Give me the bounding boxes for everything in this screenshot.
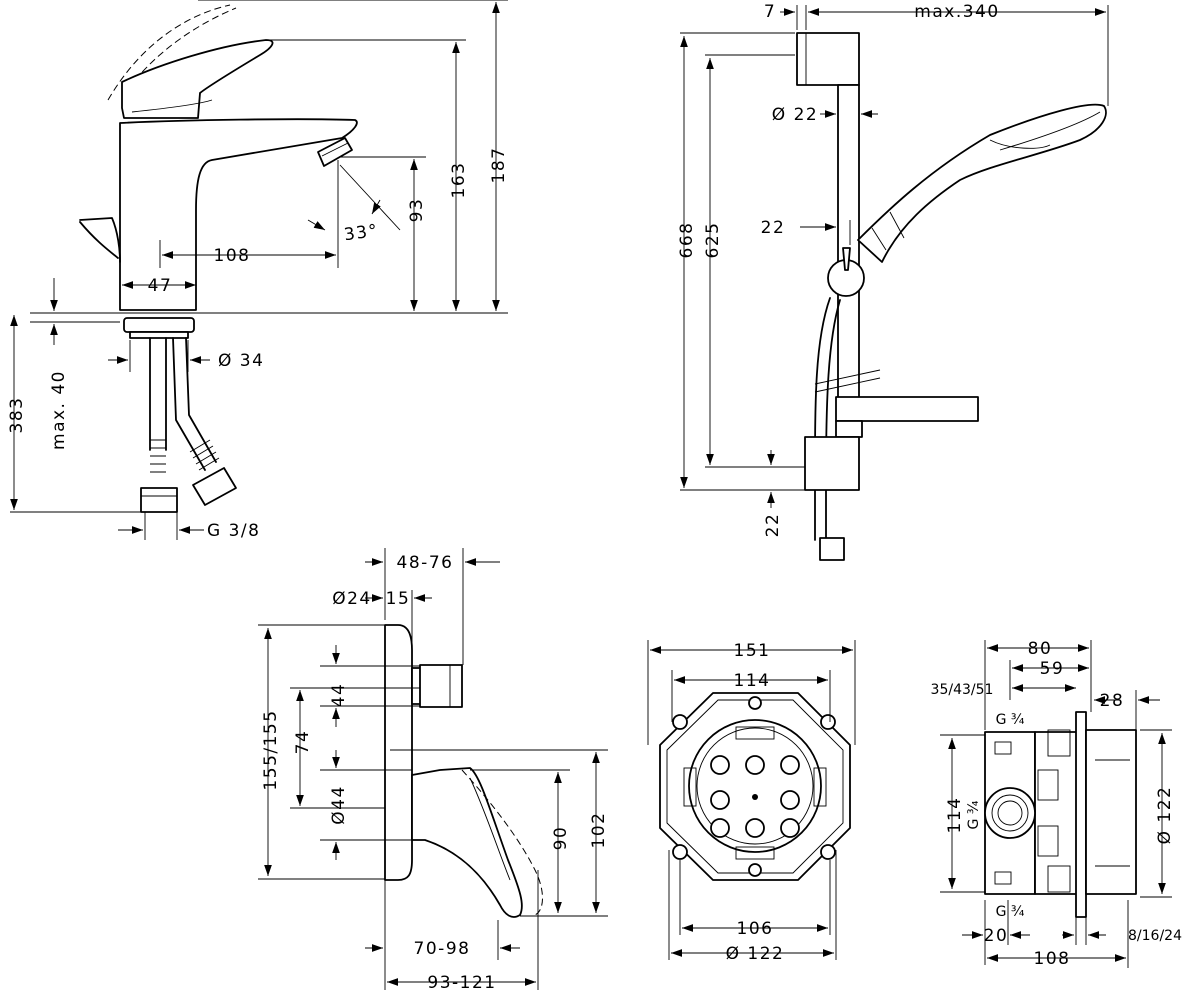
dim-102-label: 102: [589, 812, 609, 849]
wall-bracket-top: [796, 32, 860, 86]
dim-max340-label: max.340: [914, 2, 999, 22]
dim-668-label: 668: [677, 222, 697, 259]
dim-93121-label: 93-121: [427, 973, 496, 993]
dim-22bot-label: 22: [763, 513, 783, 538]
dim-20-label: 20: [984, 926, 1009, 946]
dim-dia122-label: Ø 122: [726, 944, 785, 964]
dim-47-label: 47: [148, 276, 173, 296]
dim-dia44-label: Ø44: [329, 785, 349, 825]
dim-dia22-label: Ø 22: [772, 105, 818, 125]
dim-g38-label: G 3/8: [207, 521, 260, 541]
dim-114-label: 114: [734, 671, 771, 691]
g34-top-label: G ¾: [996, 712, 1025, 728]
box-side-port: [984, 787, 1036, 839]
dim-max40-label: max. 40: [49, 370, 69, 450]
dim-59-label: 59: [1040, 659, 1065, 679]
dim-114v-label: 114: [945, 797, 965, 834]
dim-15-label: 15: [386, 589, 411, 609]
supply-hose-left: [149, 337, 167, 451]
dim-dia122v-label: Ø 122: [1155, 786, 1175, 845]
dim-93-label: 93: [407, 198, 427, 223]
faucet-aerator: [317, 137, 353, 167]
dim-151-label: 151: [734, 641, 771, 661]
wall-bracket-bottom: [804, 436, 860, 491]
g38-nut-right: [192, 467, 237, 506]
dim-187-label: 187: [489, 147, 509, 184]
box-side-flange: [1075, 711, 1087, 918]
dim-dia24-label: Ø24: [332, 589, 372, 609]
dim-22top-label: 22: [761, 218, 786, 238]
mixer-lever: [411, 767, 523, 918]
wall-plate: [384, 624, 413, 881]
dim-44-label: 44: [329, 683, 349, 708]
dim-108-label: 108: [1034, 949, 1071, 969]
dim-33deg-label: 33°: [343, 221, 380, 246]
dim-74-label: 74: [293, 730, 313, 755]
dim-155-label: 155/155: [261, 709, 281, 790]
dim-4876-label: 48-76: [397, 553, 454, 573]
install-box-front-view: 151 114 106 Ø 122: [647, 640, 856, 964]
dim-90-label: 90: [551, 826, 571, 851]
supply-hose-right: [172, 337, 217, 471]
install-box-side-view: 80 59 35/43/51 28 G ¾ 114 G ¾ G ¾ Ø 122 …: [931, 639, 1183, 969]
shower-set-view: 7 max.340 Ø 22 22 668 625 22: [677, 2, 1109, 561]
dim-625-label: 625: [703, 222, 723, 259]
dim-354351-label: 35/43/51: [931, 682, 994, 698]
dim-108-label: 108: [214, 246, 251, 266]
g38-nut-left: [140, 487, 178, 513]
g34-side-label: G ¾: [966, 800, 982, 829]
bath-mixer-view: 48-76 Ø24 15 155/155 74 44 Ø44 90 102 70…: [258, 548, 609, 993]
soap-dish: [835, 396, 979, 422]
diverter-knob: [419, 664, 463, 708]
dim-dia34-label: Ø 34: [218, 351, 264, 371]
dim-7-label: 7: [764, 2, 776, 22]
dim-106-label: 106: [737, 919, 774, 939]
faucet-lever: [121, 39, 274, 119]
handshower: [857, 103, 1107, 263]
g34-bottom-label: G ¾: [996, 904, 1025, 920]
dim-163-label: 163: [449, 162, 469, 199]
faucet-body: [119, 118, 358, 311]
dim-8-16-24-label: 8/16/24: [1128, 928, 1182, 944]
dim-383-label: 383: [7, 397, 27, 434]
dim-7098-label: 70-98: [414, 939, 471, 959]
basin-faucet-view: 187 163 93 108 47 33° max. 40 383 Ø 34 G…: [7, 0, 509, 541]
box-ports: [710, 755, 800, 838]
dim-80-label: 80: [1028, 639, 1053, 659]
dim-28-label: 28: [1100, 691, 1125, 711]
